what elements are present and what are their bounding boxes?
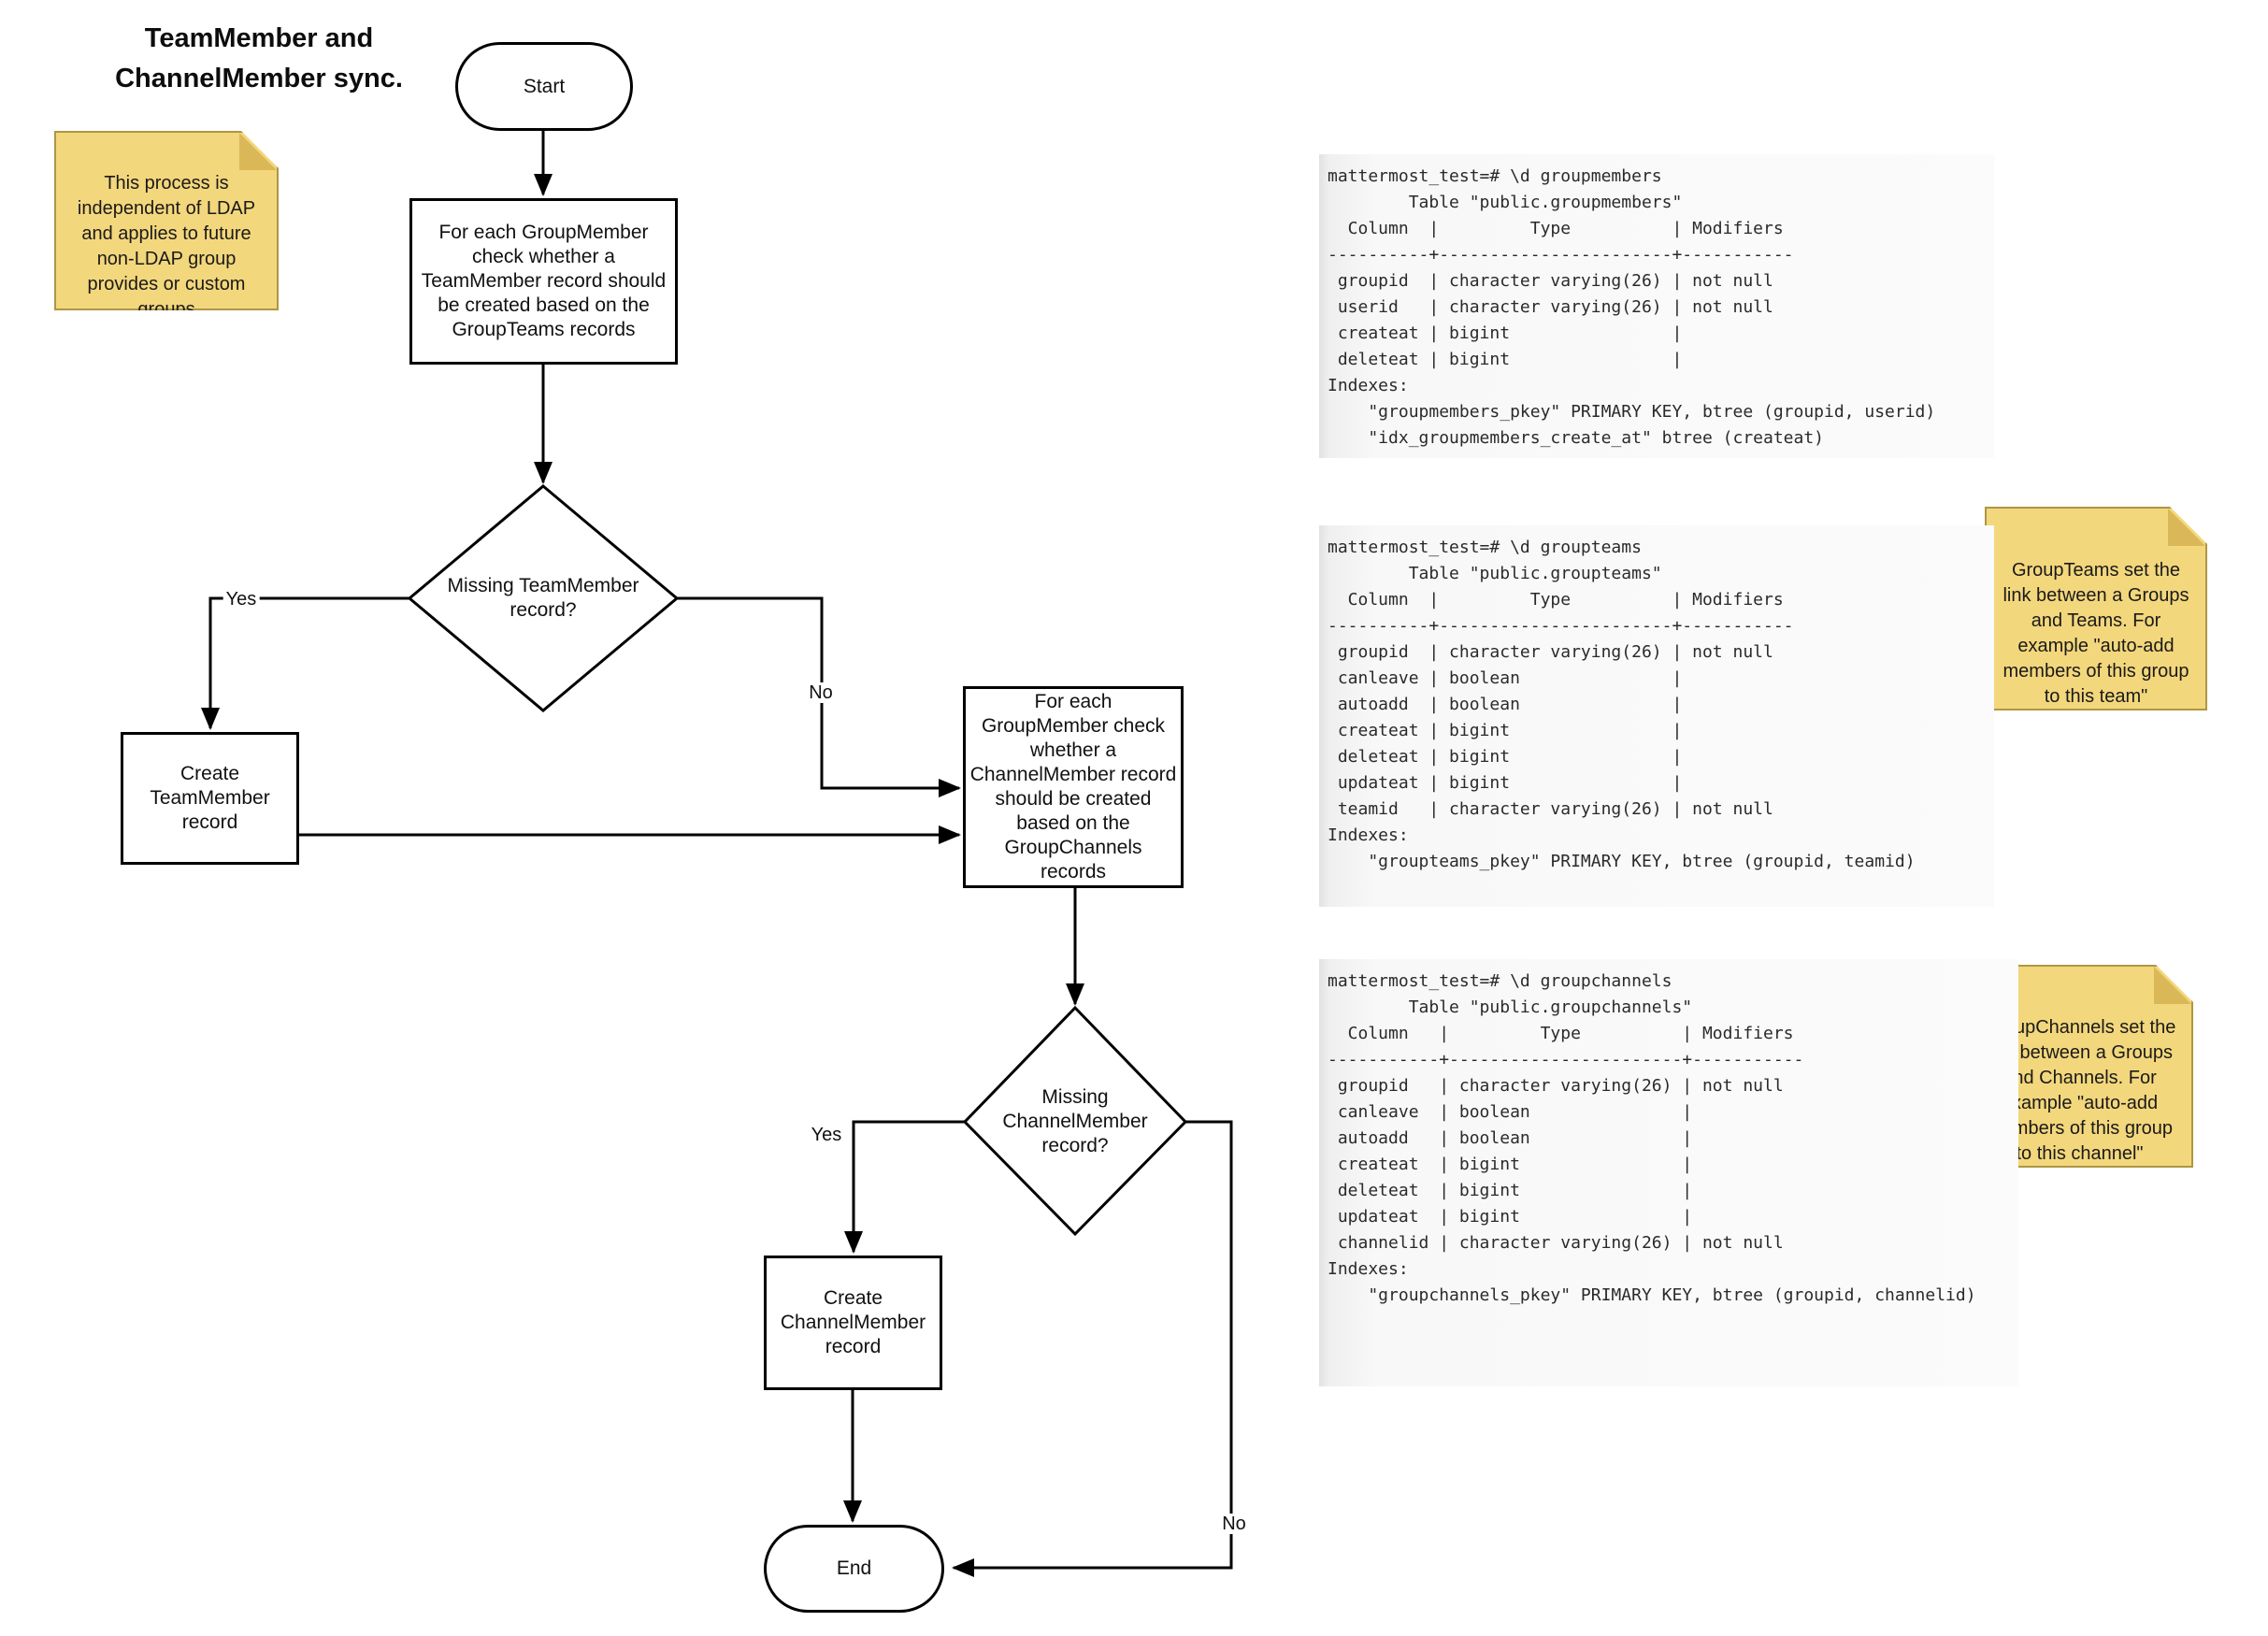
decision-missing-teammember-shape [407, 484, 680, 712]
process-create-channelmember: Create ChannelMember record [764, 1256, 942, 1390]
sticky-note-ldap-text: This process is independent of LDAP and … [77, 173, 256, 320]
start-node: Start [455, 42, 633, 131]
page-title: TeamMember and ChannelMember sync. [115, 23, 403, 93]
process-create-teammember: Create TeamMember record [121, 732, 299, 865]
sticky-note-groupteams-text: GroupTeams set the link between a Groups… [2002, 560, 2189, 707]
end-node: End [764, 1525, 944, 1613]
terminal-output-groupmembers: mattermost_test=# \d groupmembers Table … [1319, 154, 1994, 458]
sticky-note-ldap: This process is independent of LDAP and … [54, 131, 279, 310]
decision-missing-channelmember-shape [962, 1005, 1188, 1237]
decision-missing-teammember-label: Missing TeamMember record? [447, 575, 639, 621]
edge-label-no-2: No [1219, 1514, 1249, 1534]
edge-decision1-yes-to-create-teammember [201, 596, 409, 730]
edge-decision2-no-to-end [952, 1120, 1233, 1577]
edge-label-yes-2: Yes [808, 1125, 845, 1145]
edge-label-no-1: No [806, 682, 836, 703]
terminal-output-groupchannels-text: mattermost_test=# \d groupchannels Table… [1328, 971, 1976, 1305]
edge-decision2-yes-to-create-channelmember [844, 1120, 965, 1254]
terminal-output-groupmembers-text: mattermost_test=# \d groupmembers Table … [1328, 166, 1936, 448]
sticky-note-groupteams: GroupTeams set the link between a Groups… [1985, 507, 2207, 710]
edge-label-yes-1: Yes [222, 589, 260, 610]
process-check-channelmember: For each GroupMember check whether a Cha… [963, 686, 1184, 888]
terminal-output-groupteams: mattermost_test=# \d groupteams Table "p… [1319, 525, 1994, 907]
terminal-output-groupchannels: mattermost_test=# \d groupchannels Table… [1319, 959, 2018, 1386]
decision-missing-channelmember-label: Missing ChannelMember record? [1002, 1086, 1148, 1156]
process-check-teammember: For each GroupMember check whether a Tea… [409, 198, 678, 365]
terminal-output-groupteams-text: mattermost_test=# \d groupteams Table "p… [1328, 538, 1916, 871]
